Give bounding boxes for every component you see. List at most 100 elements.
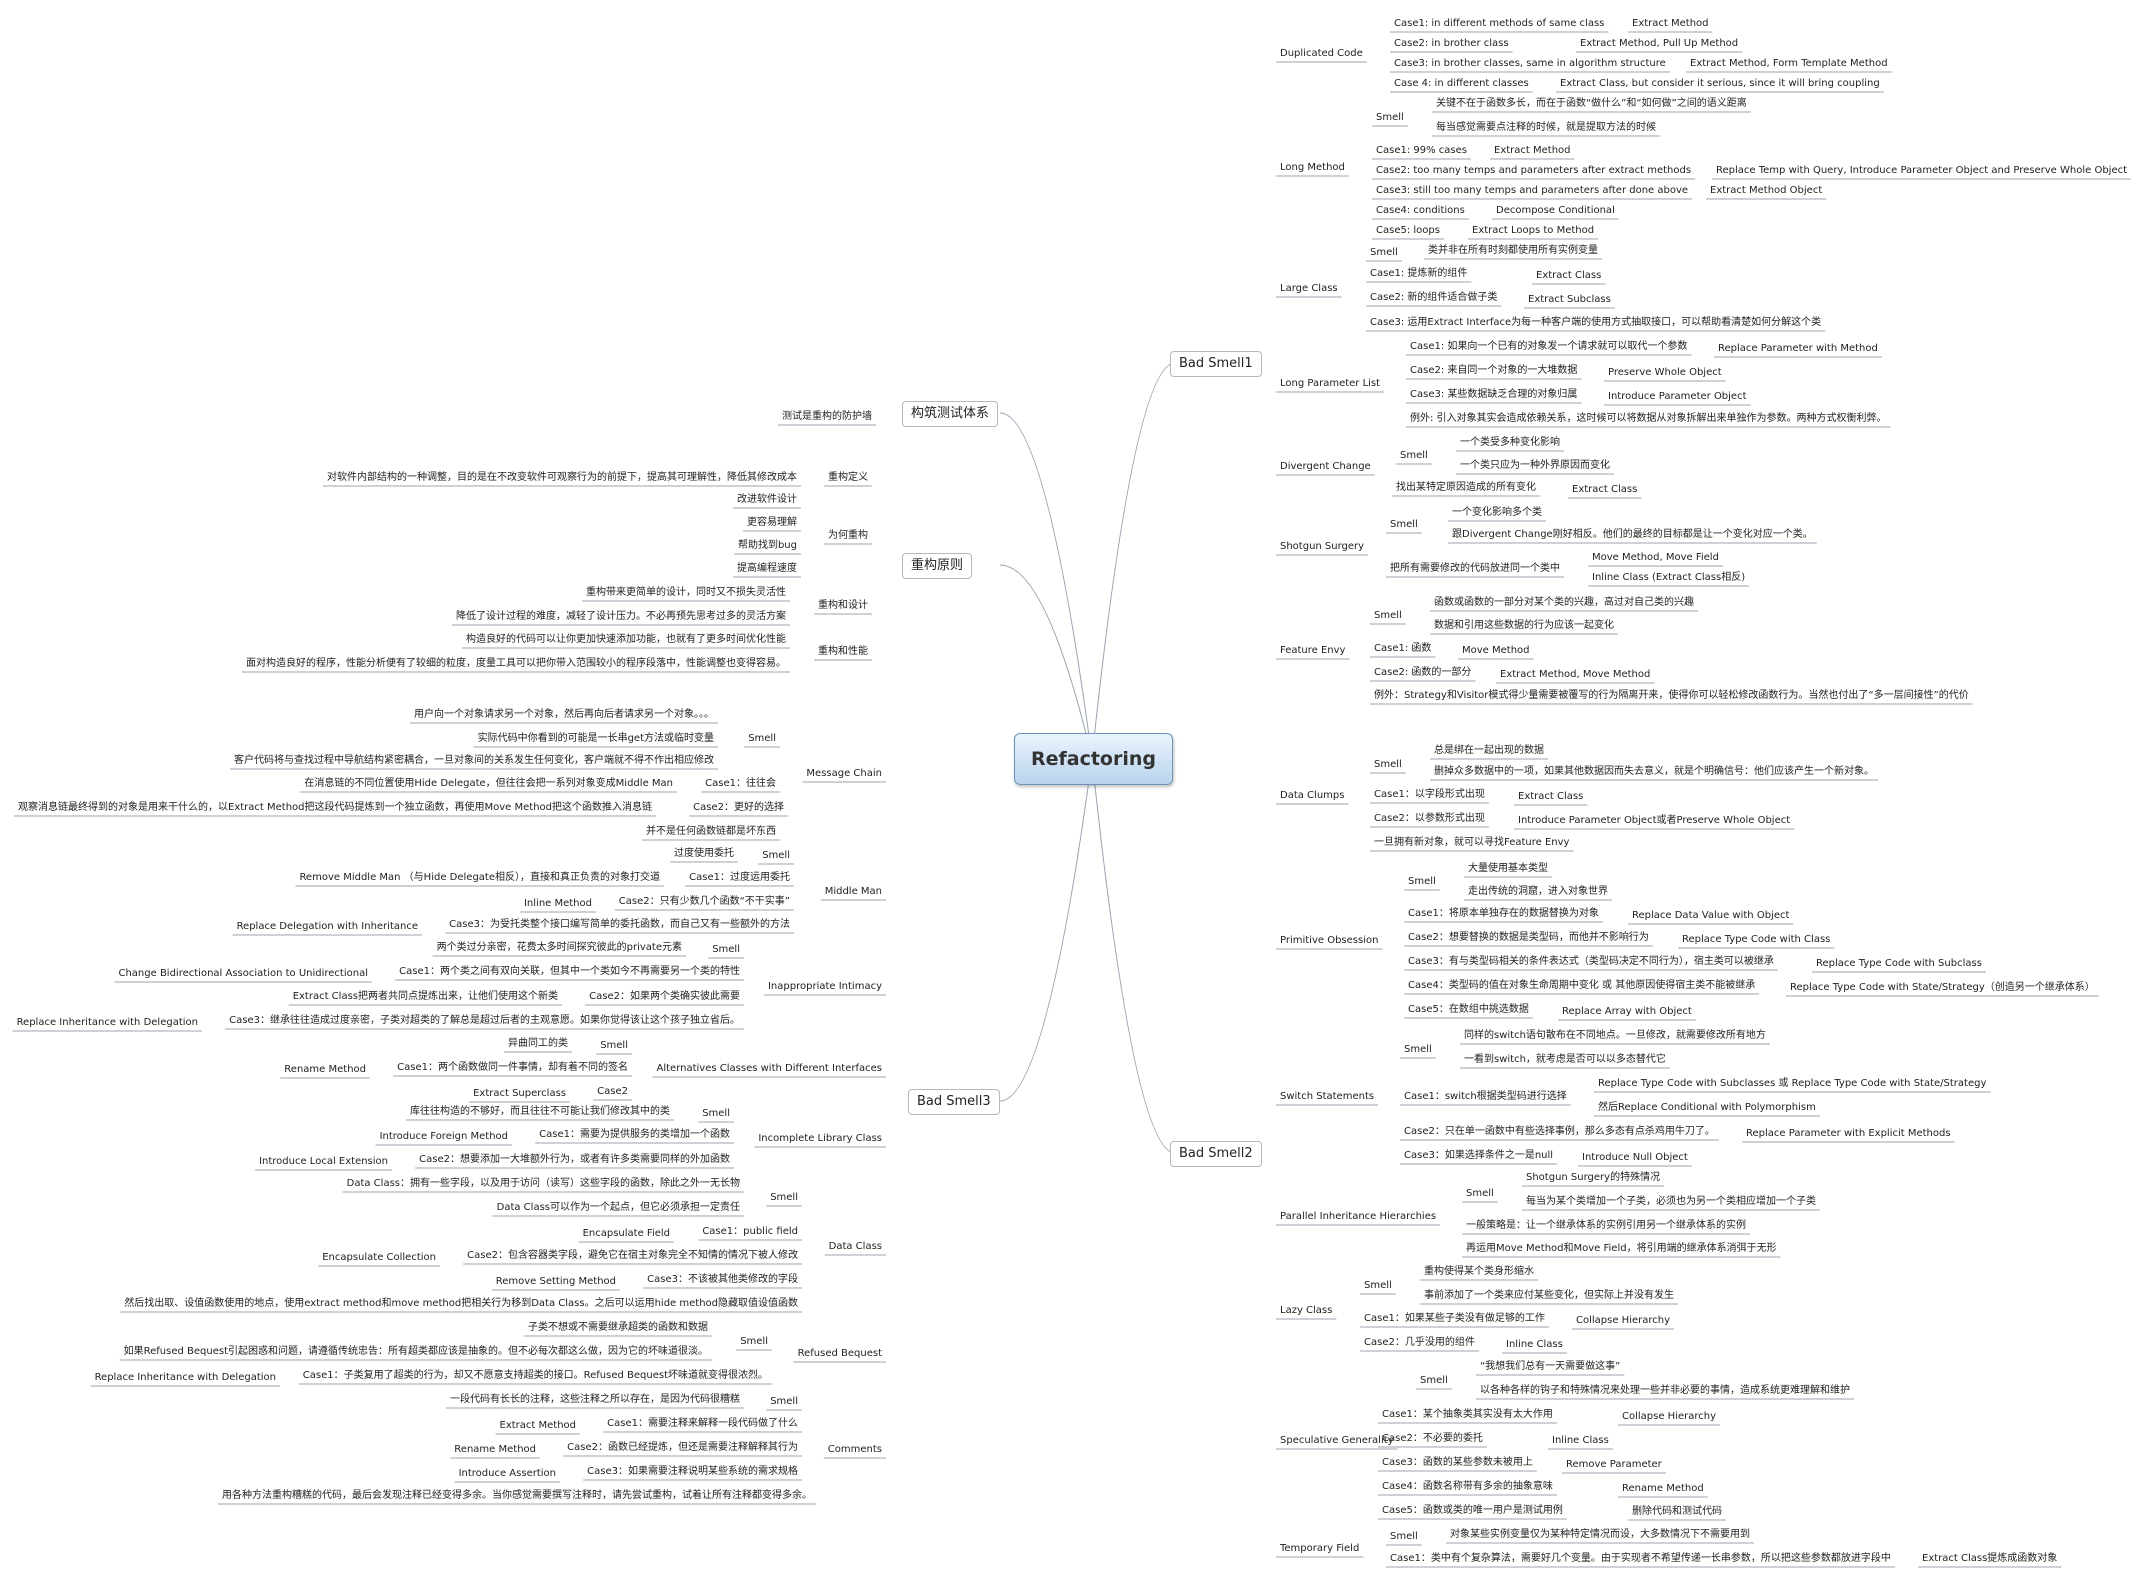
topic-node[interactable]: Case2：以参数形式出现 xyxy=(1374,813,1485,824)
topic-node[interactable]: Long Method xyxy=(1280,162,1345,173)
topic-node[interactable]: 过度使用委托 xyxy=(674,848,734,859)
topic-node[interactable]: 走出传统的洞窟，进入对象世界 xyxy=(1468,886,1608,897)
topic-node[interactable]: Smell xyxy=(1374,610,1402,621)
topic-node[interactable]: 每当为某个类增加一个子类，必须也为另一个类相应增加一个子类 xyxy=(1526,1196,1816,1207)
topic-node[interactable]: Introduce Local Extension xyxy=(259,1156,388,1167)
topic-node[interactable]: Preserve Whole Object xyxy=(1608,367,1722,378)
topic-node[interactable]: Case1：子类复用了超类的行为，却又不愿意支持超类的接口。Refused Be… xyxy=(302,1370,768,1381)
topic-node[interactable]: Data Clumps xyxy=(1280,790,1345,801)
topic-node[interactable]: Case1: 如果向一个已有的对象发一个请求就可以取代一个参数 xyxy=(1410,341,1688,352)
topic-node[interactable]: Case1：如果某些子类没有做足够的工作 xyxy=(1364,1313,1545,1324)
topic-node[interactable]: Case1：以字段形式出现 xyxy=(1374,789,1485,800)
topic-node[interactable]: Case1：往往会 xyxy=(705,778,776,789)
topic-node[interactable]: Parallel Inheritance Hierarchies xyxy=(1280,1211,1437,1222)
topic-node[interactable]: Extract Method xyxy=(1494,145,1571,156)
topic-node[interactable]: Incomplete Library Class xyxy=(758,1133,882,1144)
topic-node[interactable]: Data Class可以作为一个起点，但它必须承担一定责任 xyxy=(496,1202,740,1213)
topic-node[interactable]: Smell xyxy=(712,944,740,955)
topic-node[interactable]: Remove Setting Method xyxy=(495,1276,616,1287)
topic-node[interactable]: Case1: 99% cases xyxy=(1376,145,1467,156)
topic-node[interactable]: Inappropriate Intimacy xyxy=(767,981,882,992)
topic-node[interactable]: Rename Method xyxy=(284,1064,366,1075)
topic-node[interactable]: 降低了设计过程的难度，减轻了设计压力。不必再预先思考过多的灵活方案 xyxy=(456,611,786,622)
topic-node[interactable]: Data Class xyxy=(828,1241,882,1252)
topic-node[interactable]: 函数或函数的一部分对某个类的兴趣，高过对自己类的兴趣 xyxy=(1434,597,1694,608)
topic-node[interactable]: Smell xyxy=(762,850,790,861)
topic-node[interactable]: Replace Type Code with Subclass xyxy=(1816,958,1982,969)
root-topic[interactable]: Refactoring xyxy=(1014,733,1173,785)
topic-node[interactable]: 实际代码中你看到的可能是一长串get方法或临时变量 xyxy=(477,733,714,744)
topic-node[interactable]: Extract Class, but consider it serious, … xyxy=(1560,78,1880,89)
topic-node[interactable]: 重构和性能 xyxy=(818,646,868,657)
topic-node[interactable]: 改进软件设计 xyxy=(737,494,797,505)
topic-node[interactable]: 重构和设计 xyxy=(818,600,868,611)
topic-node[interactable]: 大量使用基本类型 xyxy=(1468,863,1548,874)
topic-node[interactable]: Inline Class (Extract Class相反) xyxy=(1592,572,1746,583)
topic-node[interactable]: Alternatives Classes with Different Inte… xyxy=(656,1063,882,1074)
topic-node[interactable]: Smell xyxy=(748,733,776,744)
topic-node[interactable]: Replace Type Code with Subclasses 或 Repl… xyxy=(1598,1078,1987,1089)
topic-node[interactable]: Introduce Assertion xyxy=(458,1468,556,1479)
topic-node[interactable]: Temporary Field xyxy=(1280,1543,1360,1554)
topic-node[interactable]: Introduce Parameter Object或者Preserve Who… xyxy=(1518,815,1791,826)
topic-node[interactable]: Replace Delegation with Inheritance xyxy=(236,921,418,932)
topic-node[interactable]: Collapse Hierarchy xyxy=(1622,1411,1717,1422)
topic-node[interactable]: 删掉众多数据中的一项，如果其他数据因而失去意义，就是个明确信号：他们应该产生一个… xyxy=(1434,766,1874,777)
topic-node[interactable]: Case3: in brother classes, same in algor… xyxy=(1394,58,1666,69)
topic-node[interactable]: Replace Inheritance with Delegation xyxy=(16,1017,198,1028)
topic-node[interactable]: Case5: loops xyxy=(1376,225,1440,236)
topic-node[interactable]: Case4：函数名称带有多余的抽象意味 xyxy=(1382,1481,1553,1492)
topic-node[interactable]: Collapse Hierarchy xyxy=(1576,1315,1671,1326)
topic-node[interactable]: 一个类只应为一种外界原因而变化 xyxy=(1460,460,1610,471)
topic-node[interactable]: Case 4: in different classes xyxy=(1394,78,1529,89)
topic-node[interactable]: 一段代码有长长的注释，这些注释之所以存在，是因为代码很糟糕 xyxy=(450,1394,740,1405)
topic-node[interactable]: Case2: too many temps and parameters aft… xyxy=(1376,165,1692,176)
topic-bad-smell-3[interactable]: Bad Smell3 xyxy=(908,1089,1000,1115)
topic-node[interactable]: 测试是重构的防护墙 xyxy=(782,411,872,422)
topic-node[interactable]: Smell xyxy=(1408,876,1436,887)
topic-node[interactable]: 观察消息链最终得到的对象是用来干什么的，以Extract Method把这段代码… xyxy=(18,802,652,813)
topic-node[interactable]: 重构带来更简单的设计，同时又不损失灵活性 xyxy=(586,587,786,598)
topic-node[interactable]: Middle Man xyxy=(824,886,882,897)
topic-node[interactable]: Case1：两个函数做同一件事情，却有着不同的签名 xyxy=(397,1062,628,1073)
topic-refactoring-principles[interactable]: 重构原则 xyxy=(902,553,973,579)
topic-node[interactable]: Case1：需要注释来解释一段代码做了什么 xyxy=(607,1418,798,1429)
topic-node[interactable]: Case3：不该被其他类修改的字段 xyxy=(647,1274,798,1285)
topic-node[interactable]: Extract Method, Pull Up Method xyxy=(1580,38,1739,49)
topic-node[interactable]: Case1：将原本单独存在的数据替换为对象 xyxy=(1408,908,1599,919)
topic-node[interactable]: Smell xyxy=(1390,1531,1418,1542)
topic-node[interactable]: 以各种各样的钩子和特殊情况来处理一些并非必要的事情，造成系统更难理解和维护 xyxy=(1480,1385,1850,1396)
topic-node[interactable]: Data Class：拥有一些字段，以及用于访问（读写）这些字段的函数，除此之外… xyxy=(346,1178,740,1189)
topic-node[interactable]: Shotgun Surgery的特殊情况 xyxy=(1526,1172,1661,1183)
topic-node[interactable]: 类并非在所有时刻都使用所有实例变量 xyxy=(1428,245,1598,256)
topic-node[interactable]: 对象某些实例变量仅为某种特定情况而设，大多数情况下不需要用到 xyxy=(1450,1529,1750,1540)
topic-node[interactable]: Smell xyxy=(1374,759,1402,770)
topic-node[interactable]: Refused Bequest xyxy=(797,1348,882,1359)
topic-node[interactable]: Smell xyxy=(770,1396,798,1407)
topic-node[interactable]: Primitive Obsession xyxy=(1280,935,1379,946)
topic-node[interactable]: Case5：在数组中挑选数据 xyxy=(1408,1004,1529,1015)
topic-node[interactable]: Case1：某个抽象类其实没有太大作用 xyxy=(1382,1409,1553,1420)
topic-node[interactable]: Case1：类中有个复杂算法，需要好几个变量。由于实现者不希望传递一长串参数，所… xyxy=(1390,1553,1891,1564)
topic-node[interactable]: Introduce Foreign Method xyxy=(379,1131,508,1142)
topic-node[interactable]: Move Method xyxy=(1462,645,1530,656)
topic-node[interactable]: Case2: 函数的一部分 xyxy=(1374,667,1472,678)
topic-node[interactable]: Message Chain xyxy=(806,768,882,779)
topic-node[interactable]: Smell xyxy=(1404,1044,1432,1055)
topic-node[interactable]: Replace Temp with Query, Introduce Param… xyxy=(1716,165,2128,176)
topic-node[interactable]: 提高编程速度 xyxy=(737,563,797,574)
topic-node[interactable]: Case1: 函数 xyxy=(1374,643,1432,654)
topic-node[interactable]: 异曲同工的类 xyxy=(508,1038,568,1049)
topic-node[interactable]: 总是绑在一起出现的数据 xyxy=(1434,745,1544,756)
topic-node[interactable]: Remove Middle Man （与Hide Delegate相反），直接和… xyxy=(299,872,660,883)
topic-node[interactable]: Case3：如果需要注释说明某些系统的需求规格 xyxy=(587,1466,798,1477)
topic-node[interactable]: Case1: 提炼新的组件 xyxy=(1370,268,1468,279)
topic-node[interactable]: 库往往构造的不够好，而且往往不可能让我们修改其中的类 xyxy=(410,1106,670,1117)
topic-node[interactable]: Introduce Null Object xyxy=(1582,1152,1688,1163)
topic-node[interactable]: Replace Inheritance with Delegation xyxy=(94,1372,276,1383)
topic-node[interactable]: Case4: conditions xyxy=(1376,205,1465,216)
topic-node[interactable]: 一个类受多种变化影响 xyxy=(1460,437,1560,448)
topic-node[interactable]: 重构使得某个类身形缩水 xyxy=(1424,1266,1534,1277)
topic-node[interactable]: 面对构造良好的程序，性能分析便有了较细的粒度，度量工具可以把你带入范围较小的程序… xyxy=(246,658,786,669)
topic-node[interactable]: Change Bidirectional Association to Unid… xyxy=(118,968,368,979)
